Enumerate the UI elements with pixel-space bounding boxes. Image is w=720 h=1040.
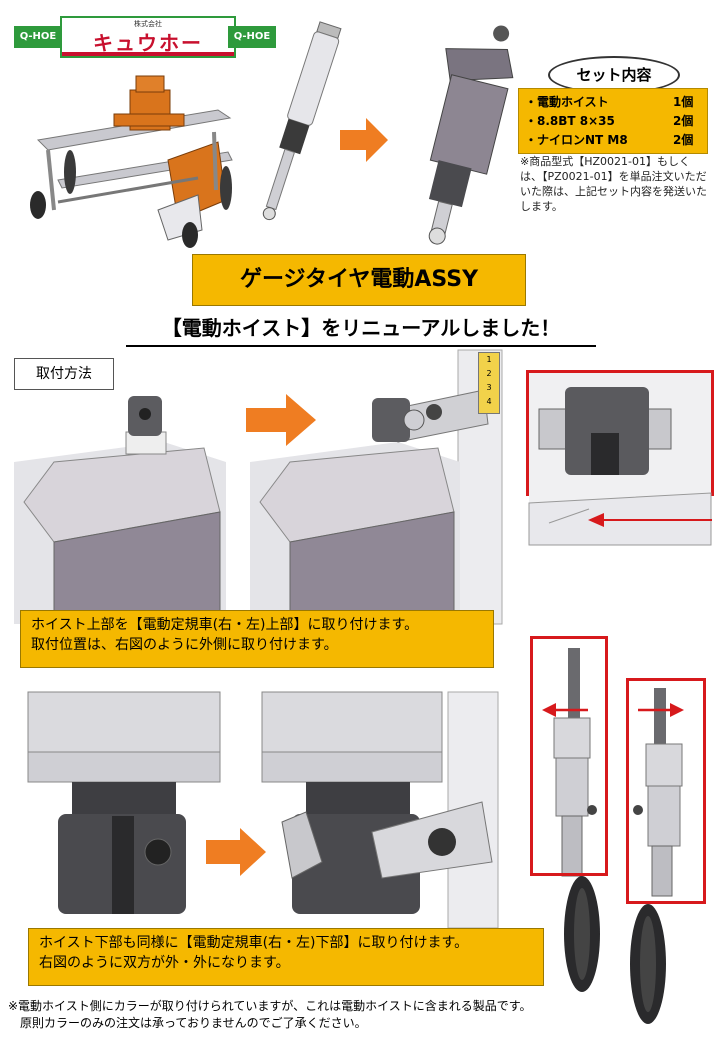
- hoist-bottom-before-image: [27, 691, 221, 914]
- step2-caption-line2: 右図のように双方が外・外になります。: [39, 955, 290, 971]
- logo-nameplate: 株式会社 キュウホー: [60, 16, 236, 58]
- scale-mark: 3: [486, 383, 492, 392]
- company-logo: Q-HOE 株式会社 キュウホー Q-HOE: [14, 14, 276, 58]
- right-side-view-frame: [530, 636, 608, 876]
- set-item: ・8.8BT 8×35 2個: [525, 112, 703, 130]
- scale-plate: 1 2 3 4: [478, 352, 500, 414]
- product-title: ゲージタイヤ電動ASSY: [192, 254, 526, 306]
- step1-caption-line2: 取付位置は、右図のように外側に取り付けます。: [31, 637, 338, 653]
- set-item-name: ・電動ホイスト: [525, 95, 609, 109]
- hoist-top-after-image: [250, 349, 503, 625]
- new-hoist-illustration: [428, 25, 514, 245]
- scale-mark: 2: [486, 369, 492, 378]
- set-item-qty: 1個: [673, 95, 694, 109]
- logo-company-name: キュウホー: [93, 31, 203, 55]
- renewal-announcement: 【電動ホイスト】をリニューアルしました！: [126, 312, 596, 347]
- footer-note-line1: ※電動ホイスト側にカラーが取り付けられていますが、これは電動ホイストに含まれる製…: [8, 999, 532, 1013]
- old-hoist-illustration: [262, 21, 342, 221]
- step1-caption-line1: ホイスト上部を【電動定規車(右・左)上部】に取り付けます。: [31, 617, 419, 633]
- set-contents-list: ・電動ホイスト 1個 ・8.8BT 8×35 2個 ・ナイロンNT M8 2個: [518, 88, 708, 154]
- hoist-bottom-after-image: [261, 691, 499, 929]
- step2-caption: ホイスト下部も同様に【電動定規車(右・左)下部】に取り付けます。 右図のように双…: [28, 928, 544, 986]
- gauge-tire-machine-illustration: [30, 75, 233, 248]
- step1-arrow-icon: [246, 394, 316, 446]
- set-item-name: ・8.8BT 8×35: [525, 114, 615, 128]
- set-item-qty: 2個: [673, 133, 694, 147]
- top-arrow-icon: [340, 118, 388, 162]
- set-contents-note: ※商品型式【HZ0021-01】もしくは、【PZ0021-01】を単品注文いただ…: [520, 155, 707, 213]
- logo-company-prefix: 株式会社: [134, 20, 162, 28]
- logo-red-stripe: [62, 52, 234, 56]
- logo-right-tag: Q-HOE: [228, 26, 276, 48]
- step2-arrow-icon: [206, 828, 266, 876]
- hoist-top-before-image: [14, 396, 226, 625]
- direction-left-arrow-icon: [588, 513, 712, 527]
- scale-mark: 4: [486, 397, 492, 406]
- set-item-qty: 2個: [673, 114, 694, 128]
- footer-note-line2: 原則カラーのみの注文は承っておりませんのでご了承ください。: [20, 1016, 367, 1030]
- footer-note: ※電動ホイスト側にカラーが取り付けられていますが、これは電動ホイストに含まれる製…: [8, 998, 712, 1032]
- outward-left-arrow-icon: [542, 703, 588, 717]
- set-item-name: ・ナイロンNT M8: [525, 133, 628, 147]
- outward-right-arrow-icon: [638, 703, 684, 717]
- left-side-view-image: [630, 688, 683, 1024]
- left-side-view-frame: [626, 678, 706, 904]
- set-item: ・電動ホイスト 1個: [525, 93, 703, 111]
- logo-left-tag: Q-HOE: [14, 26, 62, 48]
- step2-caption-line1: ホイスト下部も同様に【電動定規車(右・左)下部】に取り付けます。: [39, 935, 469, 951]
- right-side-view-image: [553, 648, 600, 992]
- set-item: ・ナイロンNT M8 2個: [525, 131, 703, 149]
- installation-method-label: 取付方法: [14, 358, 114, 390]
- step1-caption: ホイスト上部を【電動定規車(右・左)上部】に取り付けます。 取付位置は、右図のよ…: [20, 610, 494, 668]
- scale-mark: 1: [486, 355, 492, 364]
